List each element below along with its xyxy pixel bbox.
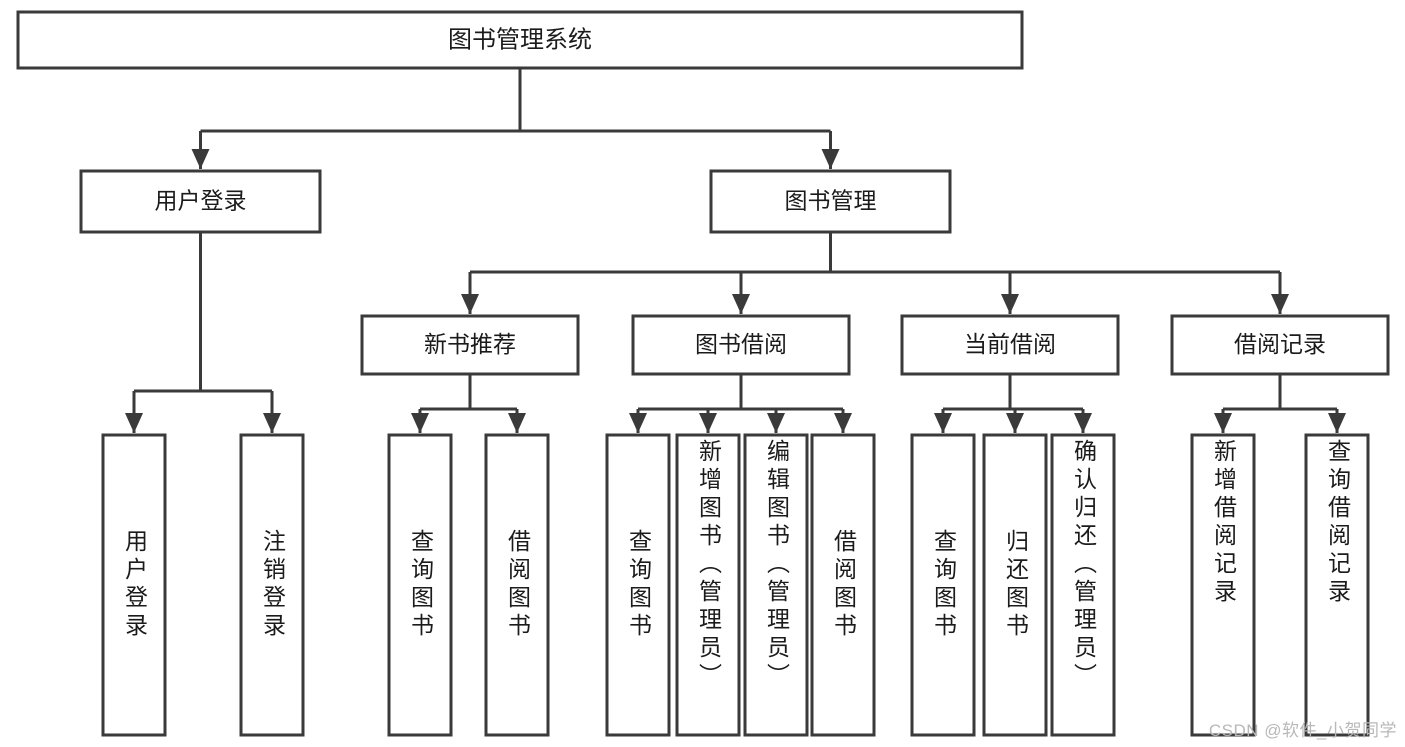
node-leaf-borrow-book-2[interactable] <box>810 433 876 737</box>
node-book-borrow-label: 图书借阅 <box>695 331 787 357</box>
node-leaf-add-book[interactable] <box>675 433 741 737</box>
arrow-root-to-book-manage <box>821 149 840 169</box>
arrow-borrow-record-to-leaf-query-record <box>1328 413 1346 433</box>
arrow-current-borrow-to-leaf-return-book <box>1006 413 1024 433</box>
node-leaf-query-record[interactable] <box>1304 433 1370 737</box>
node-current-borrow-label: 当前借阅 <box>964 331 1056 357</box>
node-root-label: 图书管理系统 <box>448 26 592 53</box>
node-leaf-query-book-3[interactable] <box>910 433 976 737</box>
arrow-book-borrow-to-leaf-edit-book <box>767 413 785 433</box>
node-box-layer <box>16 10 1390 737</box>
connector-layer <box>125 68 1346 433</box>
node-leaf-add-record[interactable] <box>1190 433 1256 737</box>
node-new-book-recommend[interactable] <box>360 314 580 376</box>
arrow-book-manage-to-current-borrow <box>1001 294 1019 314</box>
arrow-new-book-recommend-to-leaf-borrow-book-1 <box>508 413 526 433</box>
arrow-borrow-record-to-leaf-add-record <box>1214 413 1232 433</box>
arrow-book-borrow-to-leaf-add-book <box>699 413 717 433</box>
arrow-book-borrow-to-leaf-borrow-book-2 <box>834 413 852 433</box>
node-leaf-logout-login[interactable] <box>239 433 305 737</box>
node-borrow-record-label: 借阅记录 <box>1234 331 1326 357</box>
node-leaf-confirm-return[interactable] <box>1050 433 1116 737</box>
watermark-text: CSDN @软件_小贺同学 <box>1208 721 1397 740</box>
arrow-user-login-to-leaf-logout-login <box>263 413 281 433</box>
arrow-new-book-recommend-to-leaf-query-book-1 <box>411 413 429 433</box>
node-root[interactable] <box>16 10 1024 70</box>
node-book-borrow[interactable] <box>631 314 851 376</box>
arrow-book-manage-to-new-book-recommend <box>461 294 479 314</box>
node-leaf-query-book-1[interactable] <box>387 433 453 737</box>
node-leaf-borrow-book-1[interactable] <box>484 433 550 737</box>
arrow-user-login-to-leaf-user-login <box>125 413 143 433</box>
arrow-book-manage-to-borrow-record <box>1271 294 1289 314</box>
node-leaf-user-login[interactable] <box>101 433 167 737</box>
node-borrow-record[interactable] <box>1170 314 1390 376</box>
node-new-book-recommend-label: 新书推荐 <box>424 331 516 357</box>
arrow-root-to-user-login <box>191 149 210 169</box>
node-user-login[interactable] <box>79 169 322 234</box>
node-leaf-query-book-2[interactable] <box>605 433 671 737</box>
node-book-manage[interactable] <box>709 169 952 234</box>
arrow-book-manage-to-book-borrow <box>732 294 750 314</box>
node-book-manage-label: 图书管理 <box>785 188 877 214</box>
node-leaf-return-book[interactable] <box>982 433 1048 737</box>
arrow-current-borrow-to-leaf-query-book-3 <box>934 413 952 433</box>
arrow-book-borrow-to-leaf-query-book-2 <box>629 413 647 433</box>
node-current-borrow[interactable] <box>900 314 1120 376</box>
arrow-current-borrow-to-leaf-confirm-return <box>1074 413 1092 433</box>
node-user-login-label: 用户登录 <box>155 188 247 214</box>
node-leaf-edit-book[interactable] <box>743 433 809 737</box>
